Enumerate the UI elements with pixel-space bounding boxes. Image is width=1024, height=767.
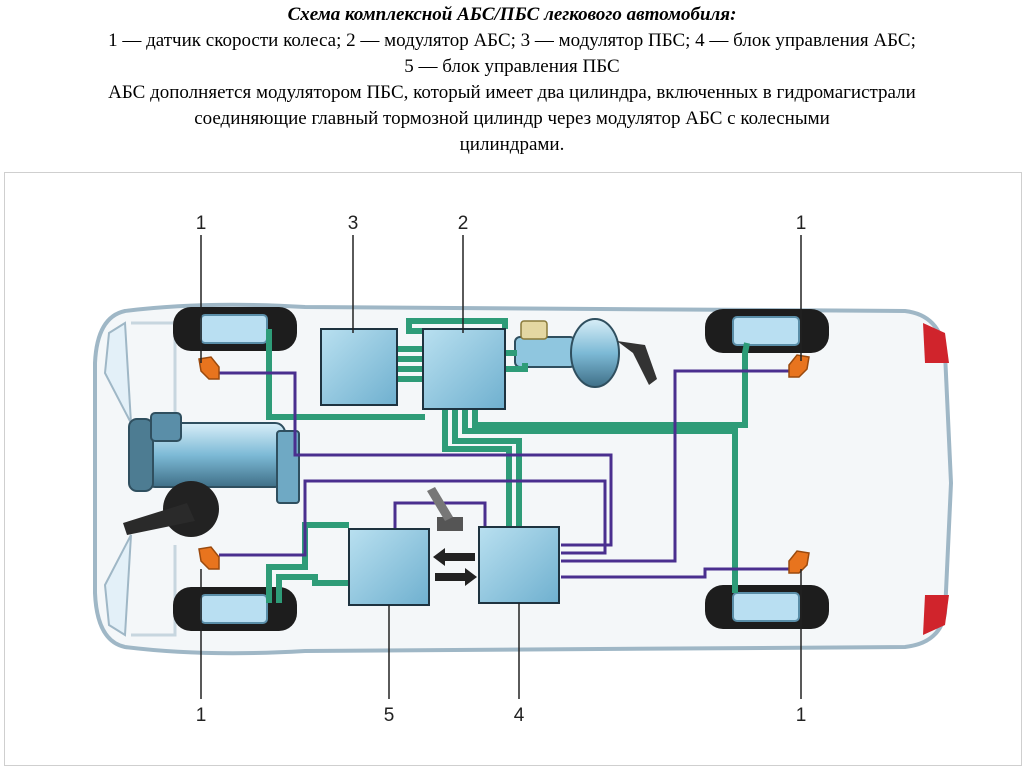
pbs-control-unit [348, 528, 430, 606]
label-sensor-rear-right: 1 [796, 705, 807, 726]
tail-light-top [923, 323, 949, 363]
wheel-front-left [173, 307, 297, 351]
label-sensor-rear-left: 1 [196, 705, 207, 726]
figure-caption: Схема комплексной АБС/ПБС легкового авто… [0, 0, 1024, 170]
throttle-lever [427, 487, 463, 531]
caption-description-line-3: цилиндрами. [459, 134, 565, 155]
sensor-rear-left [198, 546, 220, 570]
label-abs-control-unit: 4 [514, 705, 525, 726]
headlight-left-bottom [103, 534, 132, 637]
signal-wires [219, 369, 791, 579]
sensor-front-right [788, 354, 810, 378]
data-exchange-arrows [433, 548, 477, 586]
caption-legend-line-2: 5 — блок управления ПБС [404, 56, 620, 77]
wheel-rear-right [705, 585, 829, 629]
caption-legend-line-1: 1 — датчик скорости колеса; 2 — модулято… [108, 30, 916, 51]
label-pbs-control-unit: 5 [384, 705, 395, 726]
caption-description-line-2: соединяющие главный тормозной цилиндр че… [194, 108, 830, 129]
headlight-left-top [103, 321, 132, 424]
label-pbs-modulator: 3 [348, 213, 359, 234]
label-sensor-front-left: 1 [196, 213, 207, 234]
caption-title: Схема комплексной АБС/ПБС легкового авто… [287, 4, 737, 25]
pbs-modulator [320, 328, 398, 406]
label-sensor-front-right: 1 [796, 213, 807, 234]
wheel-front-right [705, 309, 829, 353]
abs-modulator [422, 328, 506, 410]
abs-pbs-diagram: 1 1 3 2 1 1 5 4 [4, 172, 1022, 766]
label-abs-modulator: 2 [458, 213, 469, 234]
abs-control-unit [478, 526, 560, 604]
leader-lines [200, 235, 802, 699]
sensor-front-left [198, 356, 220, 380]
diagram-canvas: 1 1 3 2 1 1 5 4 [93, 213, 954, 726]
hydraulic-lines [266, 318, 750, 603]
caption-description-line-1: АБС дополняется модулятором ПБС, который… [108, 82, 916, 103]
tail-light-bottom [923, 595, 949, 635]
sensor-rear-right [788, 550, 810, 574]
